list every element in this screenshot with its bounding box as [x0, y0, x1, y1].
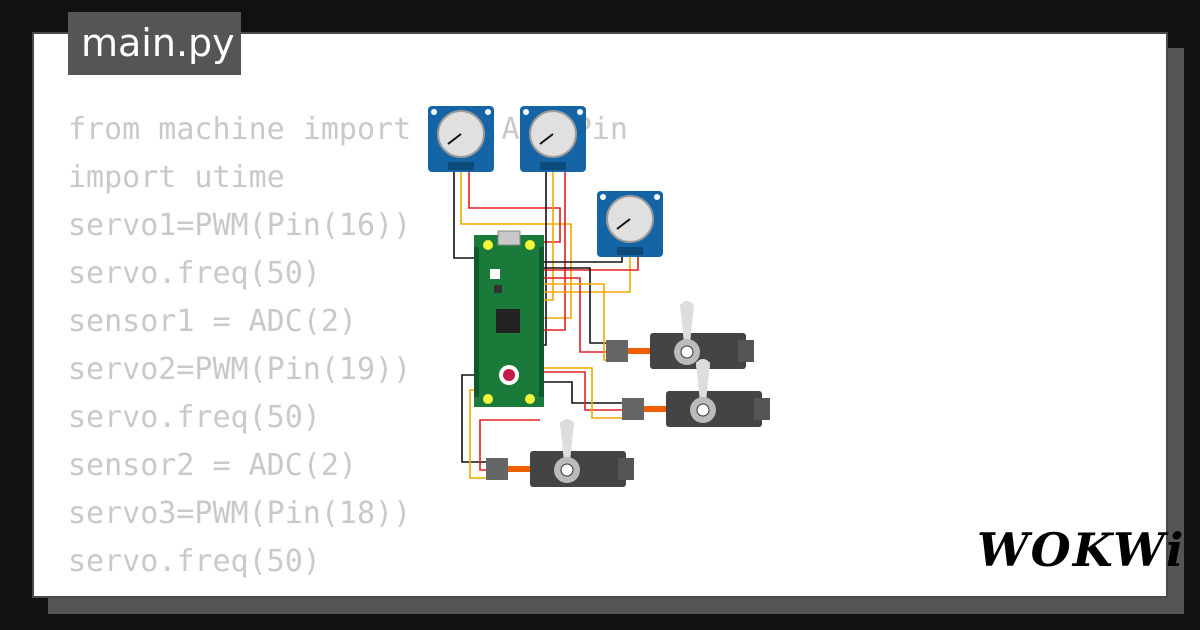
wokwi-logo: WOKWi	[977, 523, 1186, 577]
wire-signal	[540, 283, 610, 361]
potentiometer[interactable]	[428, 106, 494, 172]
wire-power	[479, 419, 540, 471]
wire-signal	[460, 165, 572, 319]
code-line: servo3=PWM(Pin(18))	[68, 496, 412, 531]
raspberry-pi-pico[interactable]	[474, 230, 544, 407]
code-line: import utime	[68, 160, 285, 195]
code-line: sensor3 = ADC(2)	[68, 586, 628, 596]
code-line: servo1=PWM(Pin(16))	[68, 208, 412, 243]
wire-signal	[540, 253, 631, 293]
servo[interactable]	[622, 359, 770, 427]
wire-ground	[540, 267, 610, 344]
servo[interactable]	[486, 419, 634, 487]
code-line: servo.freq(50)	[68, 544, 321, 579]
filename-tab: main.py	[68, 12, 241, 75]
code-line: servo.freq(50)	[68, 256, 321, 291]
code-line: servo2=PWM(Pin(19))	[68, 352, 412, 387]
wire-power	[540, 371, 626, 411]
code-line: sensor2 = ADC(2)	[68, 448, 357, 483]
wire-power	[540, 253, 639, 271]
pin-header	[474, 247, 544, 397]
wire-signal	[540, 367, 626, 419]
wire-power	[540, 165, 566, 331]
wire-ground	[540, 381, 626, 404]
servo[interactable]	[606, 301, 754, 369]
potentiometer[interactable]	[597, 191, 663, 257]
potentiometer[interactable]	[520, 106, 586, 172]
wires	[453, 165, 639, 479]
code-line: sensor1 = ADC(2)	[68, 304, 357, 339]
code-line: servo.freq(50)	[68, 400, 321, 435]
wire-power	[540, 277, 610, 353]
wire-signal	[540, 165, 554, 301]
